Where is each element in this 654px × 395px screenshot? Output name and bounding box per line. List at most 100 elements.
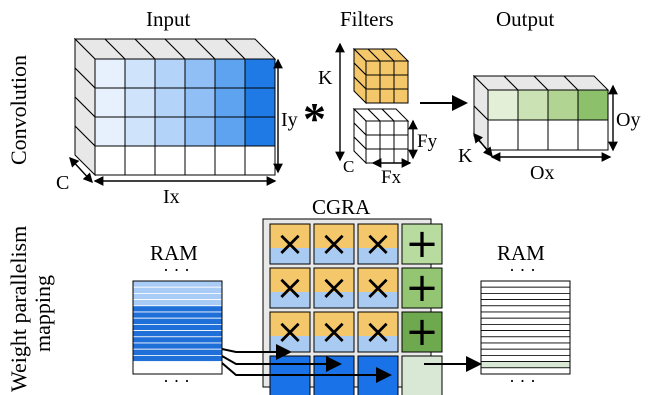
filters-fy-label: Fy — [417, 131, 438, 152]
input-cell — [214, 58, 246, 89]
ram-right-row — [480, 361, 571, 369]
pe-mul-top — [270, 268, 310, 292]
filter-cell — [379, 148, 395, 164]
pe-border — [313, 311, 355, 353]
input-cell — [124, 87, 156, 118]
input-cell — [124, 58, 156, 89]
output-tensor — [472, 74, 610, 152]
ram-left-row — [132, 348, 223, 356]
times-icon: × — [320, 312, 349, 352]
ram-right-border — [480, 280, 571, 375]
ram-left-row — [132, 361, 223, 369]
filter-cell — [379, 88, 395, 104]
input-c-label: C — [56, 172, 69, 194]
input-cell — [184, 58, 216, 89]
pe-store — [401, 355, 443, 395]
filter-cell — [365, 74, 381, 90]
ram-left-row — [132, 336, 223, 344]
input-cell — [244, 87, 276, 118]
input-cell — [184, 116, 216, 147]
input-title: Input — [146, 7, 190, 31]
pe-mul-top — [270, 224, 310, 248]
pe-mul-bottom — [358, 248, 398, 264]
filter-cell — [393, 148, 409, 164]
filter-cell — [379, 120, 395, 136]
ram-left-row — [132, 323, 223, 331]
input-cell — [94, 145, 126, 176]
filter-cell — [379, 74, 395, 90]
input-c-dimension — [69, 156, 93, 184]
pe-mul-bottom — [358, 336, 398, 352]
pe-mul-top — [314, 224, 354, 248]
ram-left-row — [132, 299, 223, 307]
filters-fx-label: Fx — [381, 167, 402, 188]
output-k-label: K — [458, 145, 473, 167]
filter-cell — [393, 134, 409, 150]
times-icon: × — [276, 268, 305, 308]
plus-icon: + — [405, 221, 439, 267]
filters-c-label: C — [343, 157, 354, 176]
output-cell — [577, 119, 609, 151]
filter-cell — [379, 134, 395, 150]
arrow-right-icon — [221, 362, 392, 383]
input-cell — [184, 87, 216, 118]
pe-add — [401, 311, 443, 353]
pe-border — [313, 267, 355, 309]
pe-mul-top — [358, 224, 398, 248]
ram-left-row — [132, 286, 223, 294]
input-top-face — [73, 38, 277, 60]
input-cell — [94, 87, 126, 118]
cgra-grid: ×××+×××+×××+ — [269, 221, 443, 395]
plus-icon: + — [405, 265, 439, 311]
weight-mapping-label-line1: Weight parallelism — [6, 226, 31, 392]
filter-yellow-cube — [352, 47, 410, 105]
ram-right-row — [480, 280, 571, 288]
ram-left-row — [132, 330, 223, 338]
filter-cell — [379, 60, 395, 76]
pe-border — [313, 223, 355, 265]
output-cell — [517, 119, 549, 151]
data-flow-arrows — [221, 344, 482, 383]
output-cell — [487, 119, 519, 151]
times-icon: × — [364, 312, 393, 352]
asterisk-icon: * — [303, 93, 326, 144]
ram-left-row — [132, 342, 223, 350]
pe-mul-top — [314, 312, 354, 336]
ram-right-row — [480, 311, 571, 319]
ram-right-dots-top: · · · — [509, 260, 536, 280]
input-cell — [184, 145, 216, 176]
input-iy-label: Iy — [281, 109, 298, 131]
output-cell — [517, 89, 549, 121]
output-cell — [547, 119, 579, 151]
output-k-dimension — [473, 132, 493, 158]
times-icon: × — [320, 224, 349, 264]
input-cell — [124, 116, 156, 147]
ram-left-row — [132, 305, 223, 313]
pe-mul-bottom — [358, 292, 398, 308]
pe-border — [357, 267, 399, 309]
pe-mul-bottom — [314, 292, 354, 308]
output-ox-label: Ox — [530, 162, 554, 184]
filters-title: Filters — [340, 7, 394, 31]
ram-left-row — [132, 311, 223, 319]
pe-border — [269, 267, 311, 309]
pe-mul-top — [358, 312, 398, 336]
times-icon: × — [320, 268, 349, 308]
filter-cell — [365, 120, 381, 136]
weight-mapping-label-line2: mapping — [30, 275, 55, 352]
input-tensor — [73, 37, 277, 177]
ram-left-dots-bottom: · · · — [163, 371, 190, 391]
times-icon: × — [364, 224, 393, 264]
ram-right-row — [480, 330, 571, 338]
plus-icon: + — [405, 309, 439, 355]
ram-right-row — [480, 299, 571, 307]
pe-mul-bottom — [314, 248, 354, 264]
filter-cell — [393, 120, 409, 136]
input-cell — [154, 145, 186, 176]
ram-left — [132, 280, 223, 375]
pe-mul-bottom — [314, 336, 354, 352]
ram-right — [480, 280, 571, 375]
ram-right-row — [480, 286, 571, 294]
pe-add — [401, 267, 443, 309]
cgra-title: CGRA — [312, 195, 371, 219]
